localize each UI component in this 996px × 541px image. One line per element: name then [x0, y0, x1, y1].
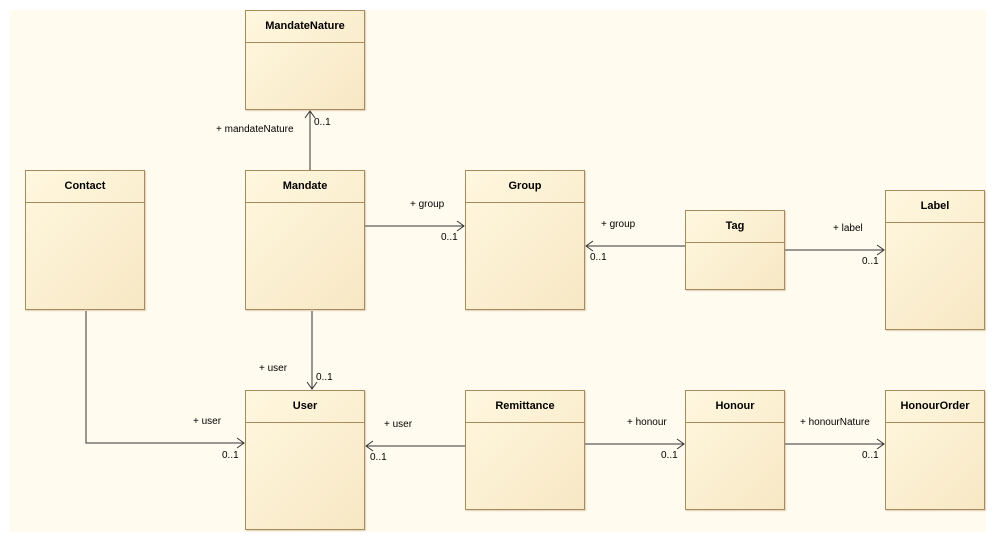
class-remittance[interactable]: Remittance — [465, 390, 585, 510]
arrowhead-user-from-remittance — [365, 440, 374, 452]
multiplicity-label: 0..1 — [222, 450, 239, 461]
role-label: + mandateNature — [216, 124, 294, 135]
multiplicity-label: 0..1 — [316, 372, 333, 383]
role-label: + label — [833, 223, 863, 234]
class-name: HonourOrder — [886, 391, 984, 423]
multiplicity-label: 0..1 — [862, 450, 879, 461]
class-label[interactable]: Label — [885, 190, 985, 330]
class-contact[interactable]: Contact — [25, 170, 145, 310]
class-honour[interactable]: Honour — [685, 390, 785, 510]
arrowhead-label — [876, 244, 885, 256]
arrowhead-user-from-mandate — [306, 381, 318, 390]
multiplicity-label: 0..1 — [314, 117, 331, 128]
class-honourorder[interactable]: HonourOrder — [885, 390, 985, 510]
class-tag[interactable]: Tag — [685, 210, 785, 290]
role-label: + honourNature — [800, 417, 870, 428]
multiplicity-label: 0..1 — [370, 452, 387, 463]
role-label: + user — [259, 363, 288, 374]
arrowhead-group-from-mandate — [456, 220, 465, 232]
role-label: + user — [384, 419, 413, 430]
class-name: Tag — [686, 211, 784, 243]
arrowhead-user-from-contact — [236, 437, 245, 449]
class-name: Remittance — [466, 391, 584, 423]
edge-contact-user — [85, 311, 244, 444]
multiplicity-label: 0..1 — [590, 252, 607, 263]
multiplicity-label: 0..1 — [441, 232, 458, 243]
class-name: Honour — [686, 391, 784, 423]
arrowhead-group-from-tag — [585, 240, 594, 252]
class-mandatenature[interactable]: MandateNature — [245, 10, 365, 110]
class-name: Mandate — [246, 171, 364, 203]
role-label: + user — [193, 416, 222, 427]
class-mandate[interactable]: Mandate — [245, 170, 365, 310]
class-name: MandateNature — [246, 11, 364, 43]
arrowhead-honour — [676, 438, 685, 450]
role-label: + group — [410, 199, 445, 210]
multiplicity-label: 0..1 — [661, 450, 678, 461]
class-name: Label — [886, 191, 984, 223]
class-name: Group — [466, 171, 584, 203]
role-label: + honour — [627, 417, 667, 428]
class-user[interactable]: User — [245, 390, 365, 530]
class-name: Contact — [26, 171, 144, 203]
role-label: + group — [601, 219, 636, 230]
arrowhead-honourorder — [876, 438, 885, 450]
class-name: User — [246, 391, 364, 423]
arrowhead-mandatenature — [304, 110, 316, 119]
multiplicity-label: 0..1 — [862, 256, 879, 267]
class-group[interactable]: Group — [465, 170, 585, 310]
